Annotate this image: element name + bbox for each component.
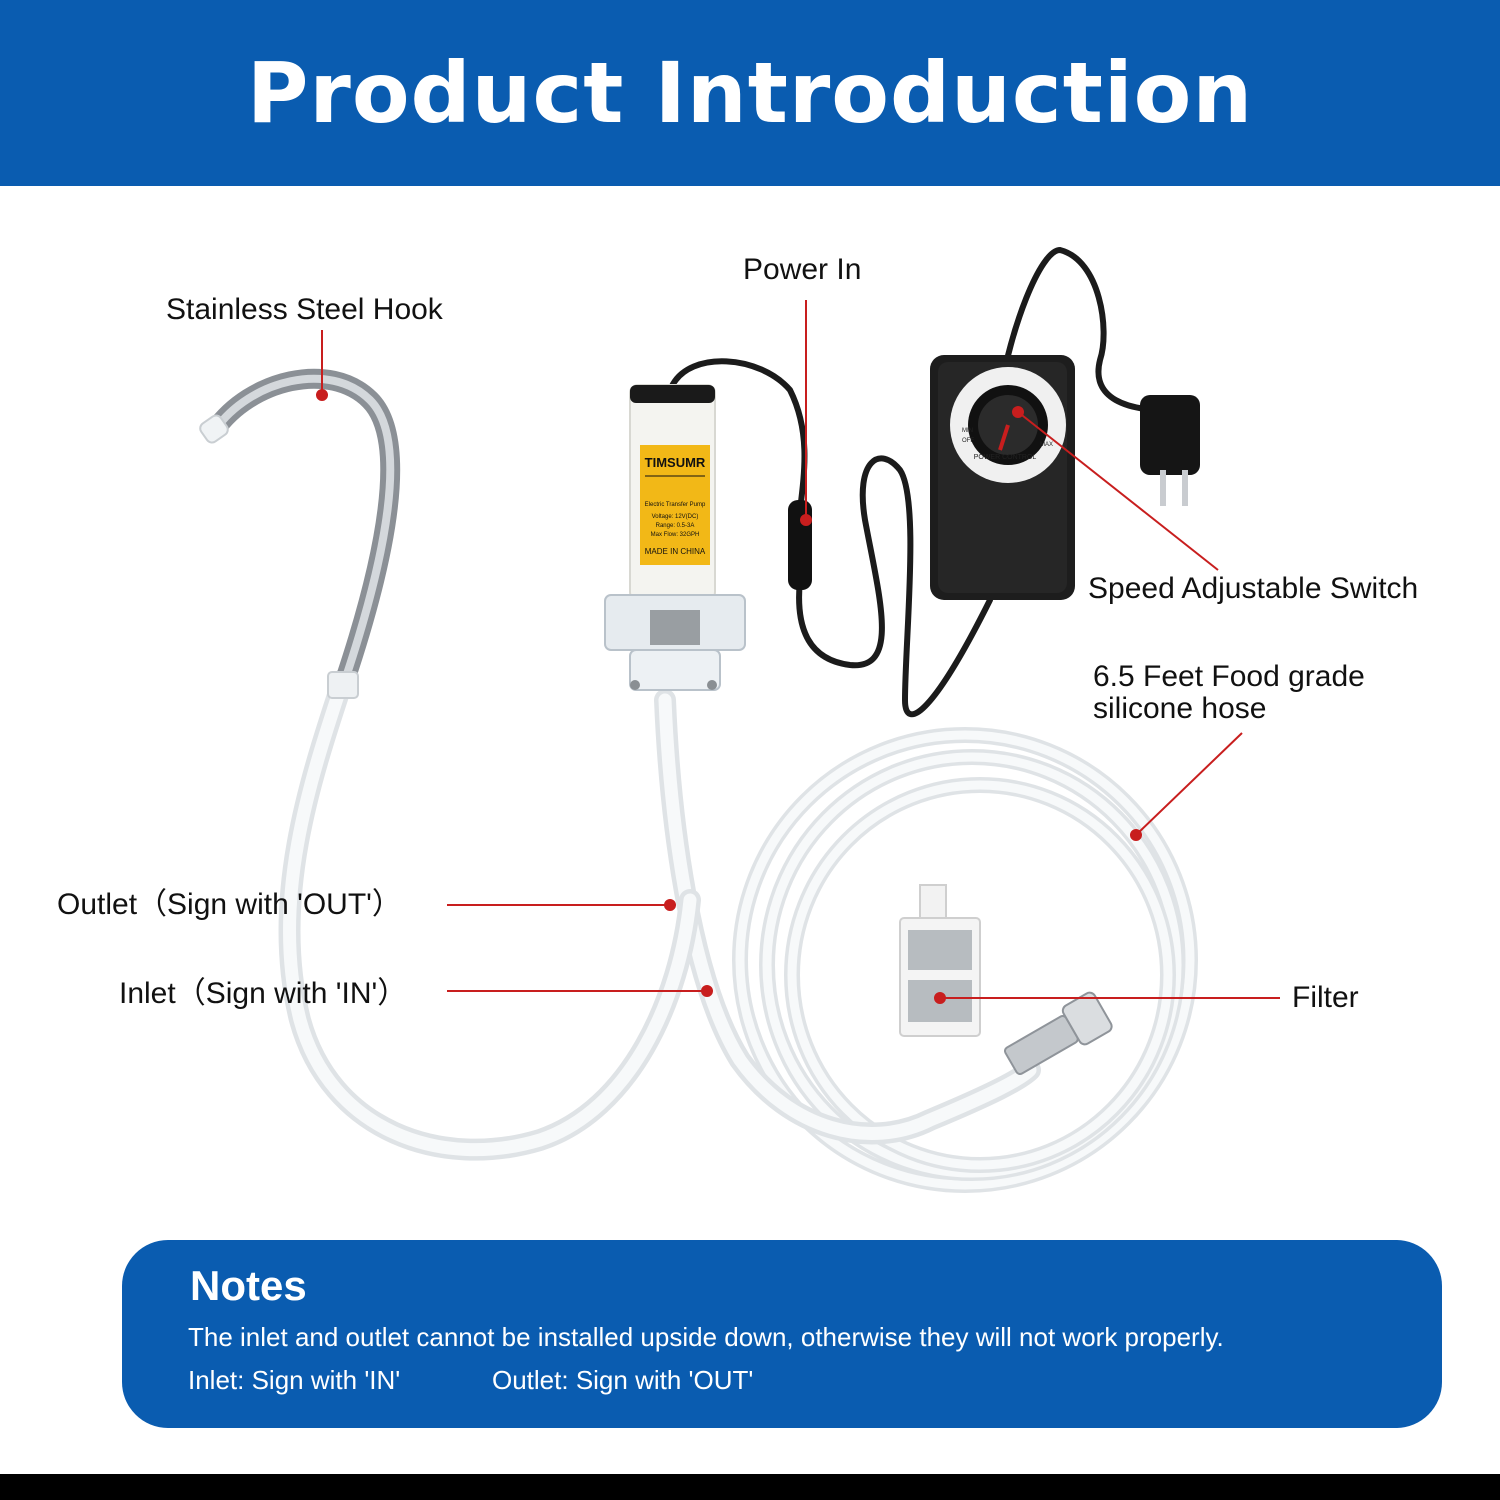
controller-off: OFF: [962, 438, 974, 444]
controller-min: MIN: [962, 428, 973, 434]
hose-label: 6.5 Feet Food grade silicone hose: [1093, 660, 1365, 725]
hook-hose: [278, 669, 701, 1161]
barrel-connector: [788, 500, 812, 590]
product-illustration: POWER CONTROL MIN OFF MAX TIMSUMR Electr…: [199, 246, 1280, 1193]
pump-origin: MADE IN CHINA: [645, 547, 706, 556]
header-banner: Product Introduction: [0, 0, 1500, 186]
filter-part: [899, 884, 981, 1037]
power-in-label: Power In: [743, 253, 862, 286]
notes-title: Notes: [190, 1262, 307, 1309]
hose-connector: [1003, 991, 1113, 1076]
hose-coil: [732, 727, 1198, 1193]
speed-controller: POWER CONTROL MIN OFF MAX: [930, 355, 1075, 600]
power-cable: [669, 246, 1168, 718]
pump-max-flow: Max Flow: 32GPH: [651, 532, 700, 538]
callout-lines: [316, 300, 1280, 1004]
controller-caption: POWER CONTROL: [974, 454, 1037, 461]
pump-body: TIMSUMR Electric Transfer Pump Voltage: …: [604, 384, 746, 691]
notes-inlet: Inlet: Sign with 'IN': [188, 1365, 401, 1395]
notes-warning: The inlet and outlet cannot be installed…: [188, 1322, 1224, 1352]
controller-max: MAX: [1040, 442, 1053, 448]
pump-range: Range: 0.5-3A: [656, 523, 695, 529]
hook-label: Stainless Steel Hook: [166, 293, 443, 326]
notes-box: Notes The inlet and outlet cannot be ins…: [122, 1240, 1442, 1428]
page-title: Product Introduction: [246, 44, 1254, 142]
outlet-label: Outlet（Sign with 'OUT'）: [57, 888, 402, 921]
stainless-hook: [199, 368, 401, 699]
footer-bar: [0, 1474, 1500, 1500]
notes-outlet: Outlet: Sign with 'OUT': [492, 1365, 754, 1395]
inlet-label: Inlet（Sign with 'IN'）: [119, 977, 408, 1010]
filter-label: Filter: [1292, 981, 1359, 1014]
pump-voltage: Voltage: 12V(DC): [652, 514, 699, 520]
pump-brand: TIMSUMR: [645, 455, 706, 470]
pump-hose: [654, 689, 1041, 1145]
power-plug: [1140, 395, 1200, 506]
speed-switch-label: Speed Adjustable Switch: [1088, 572, 1419, 605]
pump-product: Electric Transfer Pump: [645, 502, 706, 508]
